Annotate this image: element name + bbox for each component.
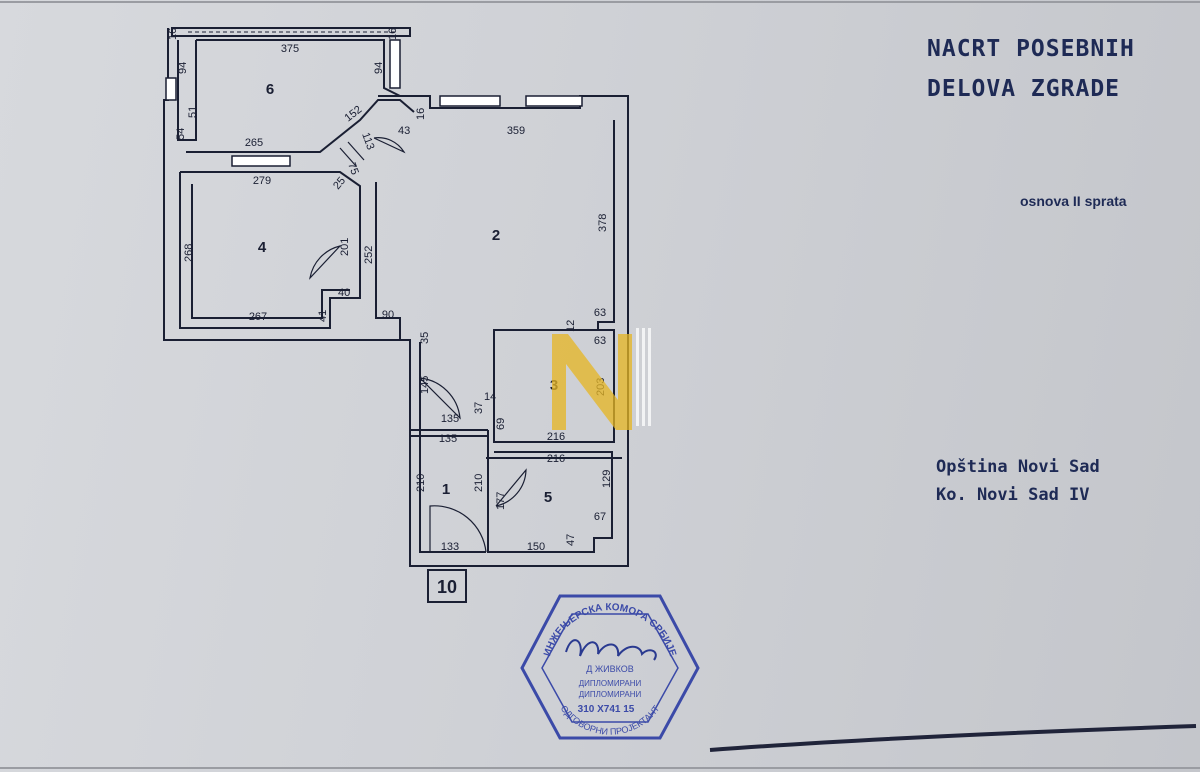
title-line-1: NACRT POSEBNIH bbox=[927, 36, 1135, 62]
dim-label: 265 bbox=[245, 137, 263, 149]
dim-label: 378 bbox=[597, 214, 609, 232]
dim-label: 40 bbox=[338, 287, 350, 299]
dim-label: 145 bbox=[419, 376, 431, 394]
dim-label: 16 bbox=[167, 28, 179, 40]
stamp-title-2: ДИПЛОМИРАНИ bbox=[579, 690, 642, 699]
balcony-rail-top bbox=[171, 27, 411, 37]
unit-number-box bbox=[427, 569, 467, 603]
unit-number: 10 bbox=[437, 577, 457, 597]
dim-label: 152 bbox=[342, 104, 364, 125]
dim-label: 279 bbox=[253, 175, 271, 187]
dim-label: 216 bbox=[547, 431, 565, 443]
stamp-title-1: ДИПЛОМИРАНИ bbox=[579, 679, 642, 688]
dim-label: 35 bbox=[419, 332, 431, 344]
dim-label: 210 bbox=[415, 474, 427, 492]
dim-label: 16 bbox=[387, 28, 399, 40]
cadastral-label: Ko. Novi Sad IV bbox=[936, 485, 1090, 505]
dim-label: 14 bbox=[484, 391, 496, 403]
room-1-label: 1 bbox=[442, 481, 450, 498]
dim-label: 16 bbox=[415, 108, 427, 120]
dim-label: 252 bbox=[363, 246, 375, 264]
dim-label: 135 bbox=[441, 413, 459, 425]
dim-label: 129 bbox=[601, 470, 613, 488]
title-line-2: DELOVA ZGRADE bbox=[927, 76, 1121, 102]
dim-label: 69 bbox=[495, 418, 507, 430]
stamp-ring-top: ИНЖЕЊЕРСКА КОМОРА СРБИЈЕ bbox=[542, 602, 678, 658]
room-6-label: 6 bbox=[266, 81, 274, 98]
dim-label: 359 bbox=[507, 125, 525, 137]
municipality-label: Opština Novi Sad bbox=[936, 457, 1100, 477]
room-4-label: 4 bbox=[258, 239, 267, 256]
dim-label: 43 bbox=[398, 125, 410, 137]
dim-label: 268 bbox=[183, 244, 195, 262]
dim-label: 63 bbox=[594, 307, 606, 319]
dim-label: 150 bbox=[527, 541, 545, 553]
room-2-label: 2 bbox=[492, 227, 500, 244]
dim-label: 12 bbox=[565, 320, 577, 332]
dim-label: 267 bbox=[249, 311, 267, 323]
dim-label: 67 bbox=[594, 511, 606, 523]
engineer-stamp: ИНЖЕЊЕРСКА КОМОРА СРБИЈЕ ОДГОВОРНИ ПРОЈЕ… bbox=[520, 594, 700, 740]
dim-label: 37 bbox=[473, 402, 485, 414]
dim-label: 90 bbox=[382, 309, 394, 321]
dim-label: 47 bbox=[565, 534, 577, 546]
dim-label: 94 bbox=[177, 62, 189, 74]
dim-label: 63 bbox=[594, 335, 606, 347]
dim-label: 216 bbox=[547, 453, 565, 465]
dim-label: 201 bbox=[339, 238, 351, 256]
dim-label: 375 bbox=[281, 43, 299, 55]
dim-label: 25 bbox=[331, 175, 348, 192]
room-5-label: 5 bbox=[544, 489, 552, 506]
dim-label: 54 bbox=[175, 128, 187, 140]
dim-label: 133 bbox=[441, 541, 459, 553]
signature bbox=[565, 639, 657, 661]
pen-stroke bbox=[709, 724, 1197, 752]
stamp-license: 310 Х741 15 bbox=[578, 704, 635, 715]
door-swings bbox=[309, 137, 527, 553]
watermark-logo bbox=[552, 328, 651, 430]
dimension-labels: 375 94 94 16 16 51 54 265 152 113 43 16 … bbox=[167, 28, 613, 553]
dim-label: 210 bbox=[473, 474, 485, 492]
dim-label: 51 bbox=[187, 106, 199, 118]
dim-label: 177 bbox=[495, 492, 507, 510]
dim-label: 135 bbox=[439, 433, 457, 445]
dim-label: 75 bbox=[345, 161, 360, 177]
dim-label: 41 bbox=[317, 310, 329, 322]
dim-label: 113 bbox=[359, 131, 376, 152]
dim-label: 94 bbox=[373, 62, 385, 74]
windows bbox=[165, 39, 583, 167]
wall-outlines bbox=[163, 27, 629, 567]
stamp-name: Д ЖИВКОВ bbox=[586, 664, 634, 674]
floor-subtitle: osnova II sprata bbox=[1020, 193, 1127, 209]
